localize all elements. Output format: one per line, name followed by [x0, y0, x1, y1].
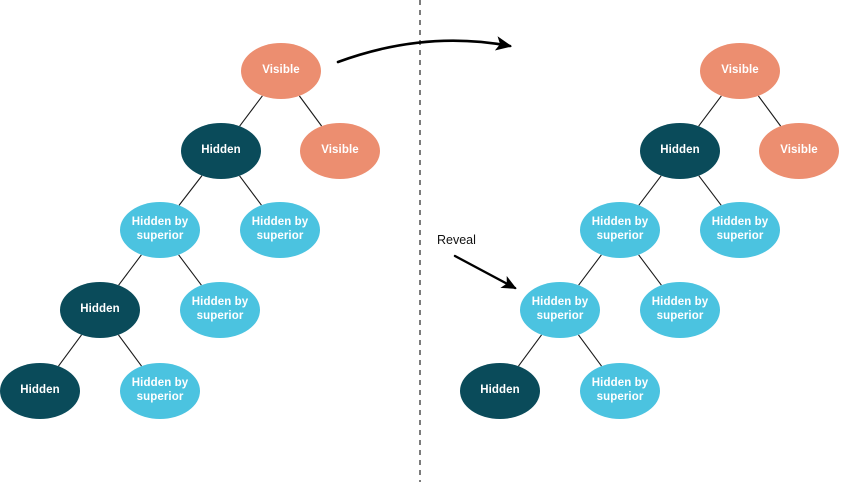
tree-node-label: Visible: [721, 64, 759, 77]
tree-node-hidden[interactable]: Hidden: [460, 363, 540, 419]
tree-node-hidden-by-superior[interactable]: Hidden by superior: [120, 363, 200, 419]
tree-node-label: Hidden by superior: [591, 377, 649, 403]
tree-node-hidden-by-superior[interactable]: Hidden by superior: [580, 202, 660, 258]
tree-node-label: Hidden by superior: [591, 216, 649, 242]
tree-node-hidden[interactable]: Hidden: [181, 123, 261, 179]
tree-node-hidden[interactable]: Hidden: [0, 363, 80, 419]
tree-edge: [698, 175, 722, 206]
tree-edge: [118, 254, 142, 286]
tree-edge: [57, 334, 83, 367]
tree-node-label: Hidden by superior: [531, 296, 589, 322]
tree-edge: [698, 95, 722, 127]
tree-node-label: Hidden: [660, 144, 700, 157]
tree-node-label: Hidden by superior: [131, 377, 189, 403]
tree-node-hidden-by-superior[interactable]: Hidden by superior: [180, 282, 260, 338]
tree-node-label: Hidden by superior: [711, 216, 769, 242]
tree-node-hidden-by-superior[interactable]: Hidden by superior: [520, 282, 600, 338]
tree-node-label: Hidden by superior: [191, 296, 249, 322]
tree-node-label: Hidden: [20, 384, 60, 397]
tree-edge: [638, 175, 662, 206]
tree-node-hidden-by-superior[interactable]: Hidden by superior: [580, 363, 660, 419]
tree-edge: [638, 254, 662, 286]
tree-node-label: Hidden: [80, 303, 120, 316]
tree-edge: [178, 254, 202, 286]
transform-arrow: [336, 36, 513, 64]
tree-node-label: Hidden by superior: [131, 216, 189, 242]
tree-edge: [578, 254, 602, 286]
tree-edge: [178, 175, 203, 206]
tree-node-label: Hidden by superior: [651, 296, 709, 322]
tree-node-hidden-by-superior[interactable]: Hidden by superior: [120, 202, 200, 258]
tree-node-hidden-by-superior[interactable]: Hidden by superior: [240, 202, 320, 258]
reveal-arrow: [453, 254, 517, 290]
tree-node-hidden-by-superior[interactable]: Hidden by superior: [700, 202, 780, 258]
tree-node-visible[interactable]: Visible: [759, 123, 839, 179]
tree-edge: [757, 95, 782, 127]
tree-node-visible[interactable]: Visible: [300, 123, 380, 179]
tree-edge: [239, 95, 263, 127]
tree-node-hidden-by-superior[interactable]: Hidden by superior: [640, 282, 720, 338]
tree-node-visible[interactable]: Visible: [241, 43, 321, 99]
tree-node-label: Visible: [262, 64, 300, 77]
tree-edge: [298, 95, 323, 127]
tree-node-hidden[interactable]: Hidden: [60, 282, 140, 338]
tree-edge: [517, 334, 543, 367]
tree-node-hidden[interactable]: Hidden: [640, 123, 720, 179]
tree-edge: [117, 334, 143, 367]
tree-edge: [239, 175, 262, 206]
reveal-label: Reveal: [437, 233, 476, 247]
tree-node-label: Visible: [780, 144, 818, 157]
tree-edge: [577, 334, 603, 367]
tree-node-visible[interactable]: Visible: [700, 43, 780, 99]
tree-edges: [57, 95, 782, 367]
tree-node-label: Hidden by superior: [251, 216, 309, 242]
tree-node-label: Hidden: [480, 384, 520, 397]
tree-node-label: Hidden: [201, 144, 241, 157]
tree-node-label: Visible: [321, 144, 359, 157]
